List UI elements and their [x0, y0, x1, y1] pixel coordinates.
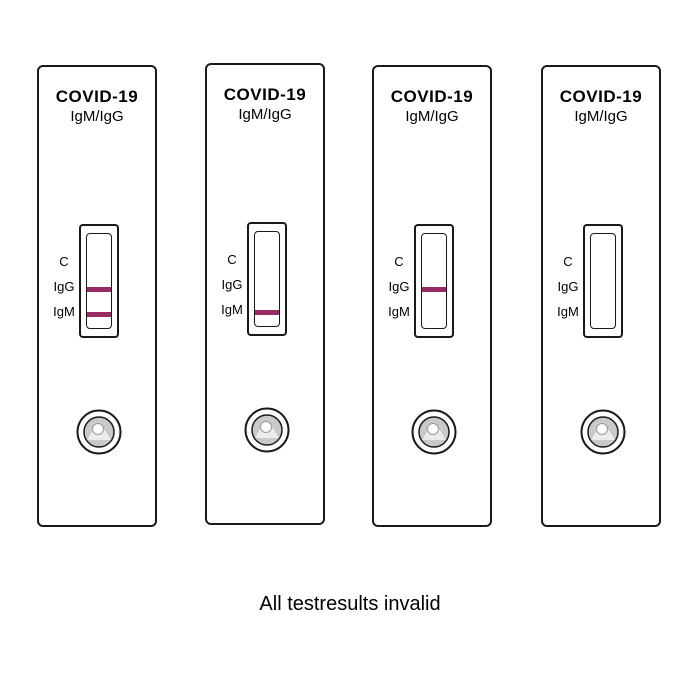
result-window — [414, 224, 454, 338]
igm-band — [255, 310, 279, 315]
result-strip — [421, 233, 447, 329]
result-caption: All testresults invalid — [259, 593, 441, 615]
sample-well-icon — [244, 407, 290, 453]
test-cassette-2: COVID-19 IgM/IgG C IgG IgM — [205, 63, 325, 525]
result-window — [247, 222, 287, 336]
test-cassette-4: COVID-19 IgM/IgG C IgG IgM — [541, 65, 661, 527]
igm-line-label: IgM — [53, 304, 75, 319]
sample-well-icon — [76, 409, 122, 455]
control-line-label: C — [563, 254, 573, 269]
igm-line-label: IgM — [388, 304, 410, 319]
control-line-label: C — [59, 254, 69, 269]
test-cassette-3: COVID-19 IgM/IgG C IgG IgM — [372, 65, 492, 527]
control-line-label: C — [227, 252, 237, 267]
igg-band — [87, 287, 111, 292]
igg-band — [422, 287, 446, 292]
result-strip — [254, 231, 280, 327]
result-window — [583, 224, 623, 338]
cassette-subtitle: IgM/IgG — [405, 108, 459, 125]
cassette-brand: COVID-19 — [390, 87, 474, 106]
control-line-label: C — [394, 254, 404, 269]
igg-line-label: IgG — [388, 279, 410, 294]
igm-line-label: IgM — [557, 304, 579, 319]
result-window — [79, 224, 119, 338]
cassette-brand: COVID-19 — [559, 87, 643, 106]
igm-band — [87, 312, 111, 317]
cassette-subtitle: IgM/IgG — [574, 108, 628, 125]
cassette-subtitle: IgM/IgG — [70, 108, 124, 125]
cassette-brand: COVID-19 — [223, 85, 307, 104]
test-cassette-1: COVID-19 IgM/IgG C IgG IgM — [37, 65, 157, 527]
result-strip — [86, 233, 112, 329]
igg-line-label: IgG — [221, 277, 243, 292]
igg-line-label: IgG — [557, 279, 579, 294]
igg-line-label: IgG — [53, 279, 75, 294]
igm-line-label: IgM — [221, 302, 243, 317]
sample-well-icon — [580, 409, 626, 455]
cassette-brand: COVID-19 — [55, 87, 139, 106]
sample-well-icon — [411, 409, 457, 455]
result-strip — [590, 233, 616, 329]
cassette-subtitle: IgM/IgG — [238, 106, 292, 123]
